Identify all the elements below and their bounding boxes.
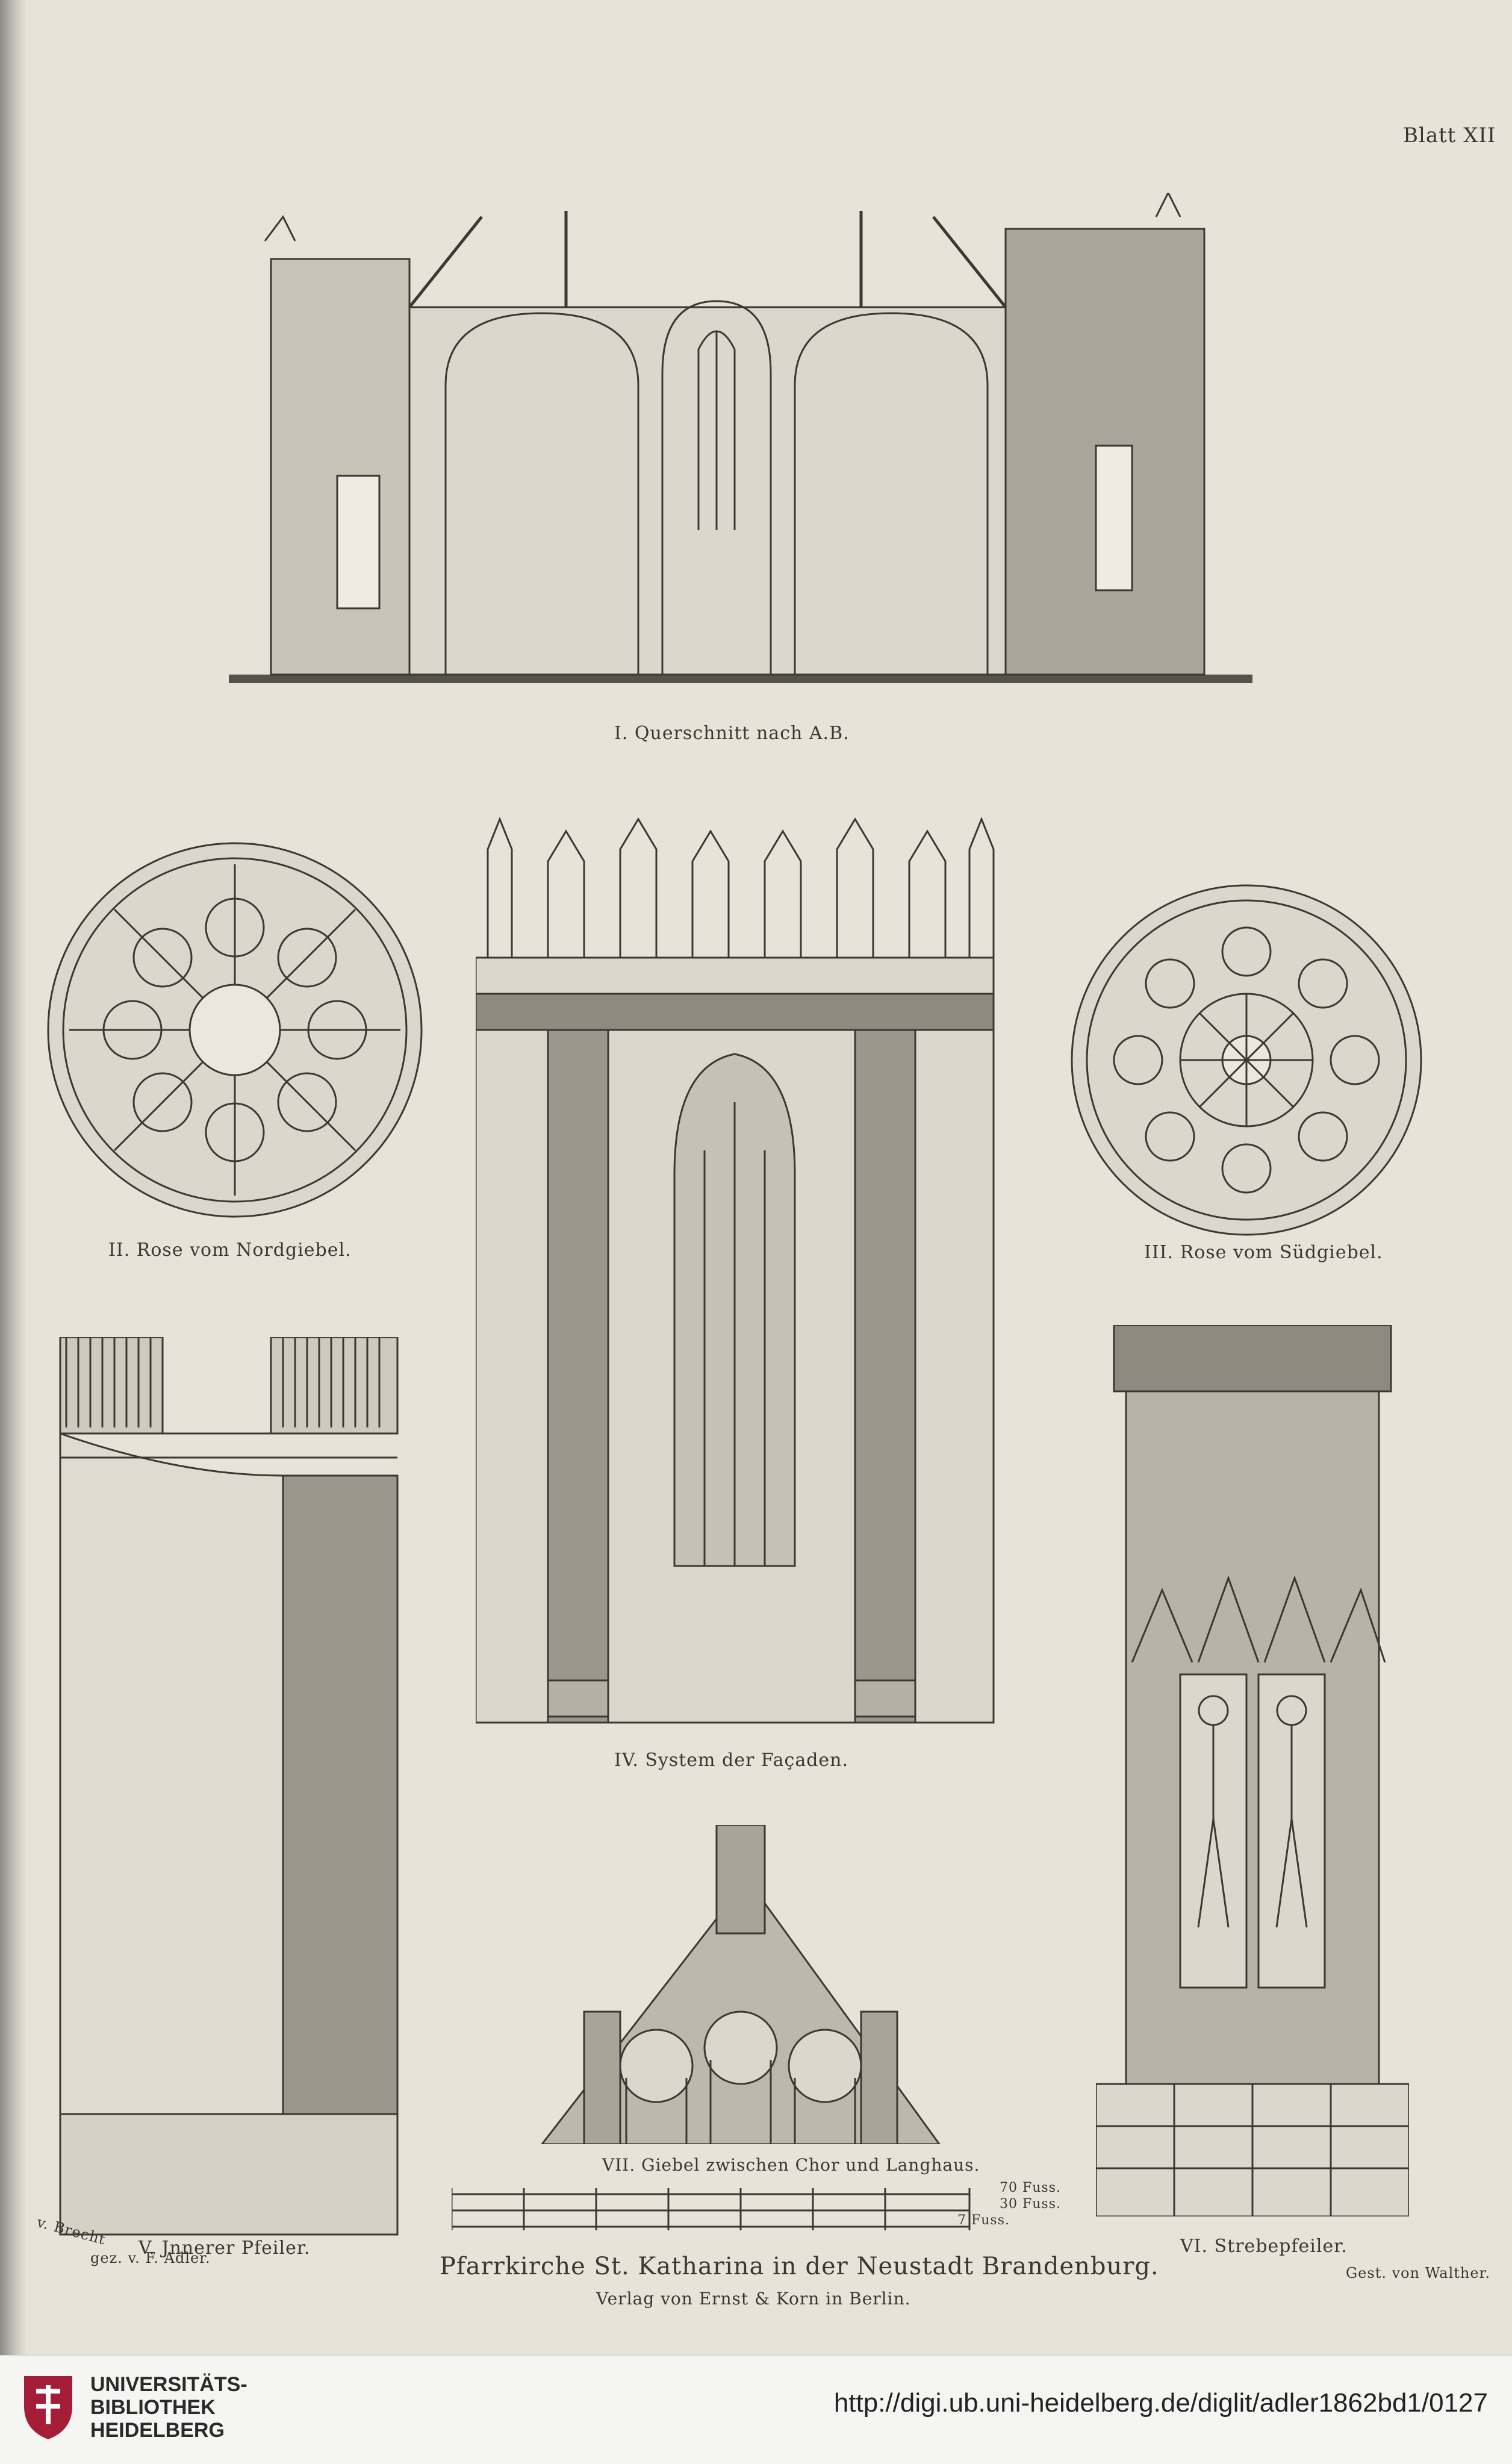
- plate-number: Blatt XII: [1403, 123, 1496, 148]
- figure-caption-2: II. Rose vom Nordgiebel.: [108, 1240, 352, 1261]
- scale-unit-row3: 7 Fuss.: [957, 2213, 1010, 2228]
- buttress-drawing: [1096, 1325, 1409, 2216]
- library-name-line1: UNIVERSITÄTS-: [90, 2373, 247, 2396]
- inner-pier-drawing: [59, 1337, 399, 2236]
- figure-caption-6: VI. Strebepfeiler.: [1180, 2236, 1348, 2257]
- library-name-line3: HEIDELBERG: [90, 2419, 225, 2442]
- engraver-credit: Gest. von Walther.: [1346, 2265, 1491, 2282]
- digitization-footer: [0, 2355, 1512, 2464]
- figure-caption-3: III. Rose vom Südgiebel.: [1144, 1242, 1383, 1263]
- figure-caption-7: VII. Giebel zwischen Chor und Langhaus.: [602, 2155, 980, 2175]
- gable-drawing: [541, 1825, 941, 2144]
- north-rose-window-drawing: [47, 842, 423, 1218]
- facade-system-drawing: [476, 816, 995, 1724]
- south-rose-window-drawing: [1071, 884, 1422, 1236]
- publisher-line: Verlag von Ernst & Korn in Berlin.: [596, 2289, 911, 2309]
- source-url-link[interactable]: http://digi.ub.uni-heidelberg.de/diglit/…: [833, 2388, 1488, 2418]
- scale-bar: [452, 2188, 971, 2230]
- figure-caption-5: V. Jnnerer Pfeiler.: [138, 2238, 311, 2259]
- heidelberg-library-logo-icon: [24, 2376, 72, 2439]
- cross-section-drawing: [229, 193, 1252, 683]
- book-binding-edge: [0, 0, 26, 2355]
- figure-caption-1: I. Querschnitt nach A.B.: [614, 723, 850, 744]
- scale-unit-row1: 70 Fuss.: [1000, 2180, 1061, 2195]
- scale-unit-row2: 30 Fuss.: [1000, 2197, 1061, 2212]
- library-name-line2: BIBLIOTHEK: [90, 2396, 216, 2419]
- library-name: UNIVERSITÄTS- BIBLIOTHEK HEIDELBERG: [90, 2373, 247, 2442]
- figure-caption-4: IV. System der Façaden.: [614, 1750, 849, 1771]
- plate-title: Pfarrkirche St. Katharina in der Neustad…: [440, 2253, 1159, 2280]
- drawn-by-credit: gez. v. F. Adler.: [90, 2250, 211, 2266]
